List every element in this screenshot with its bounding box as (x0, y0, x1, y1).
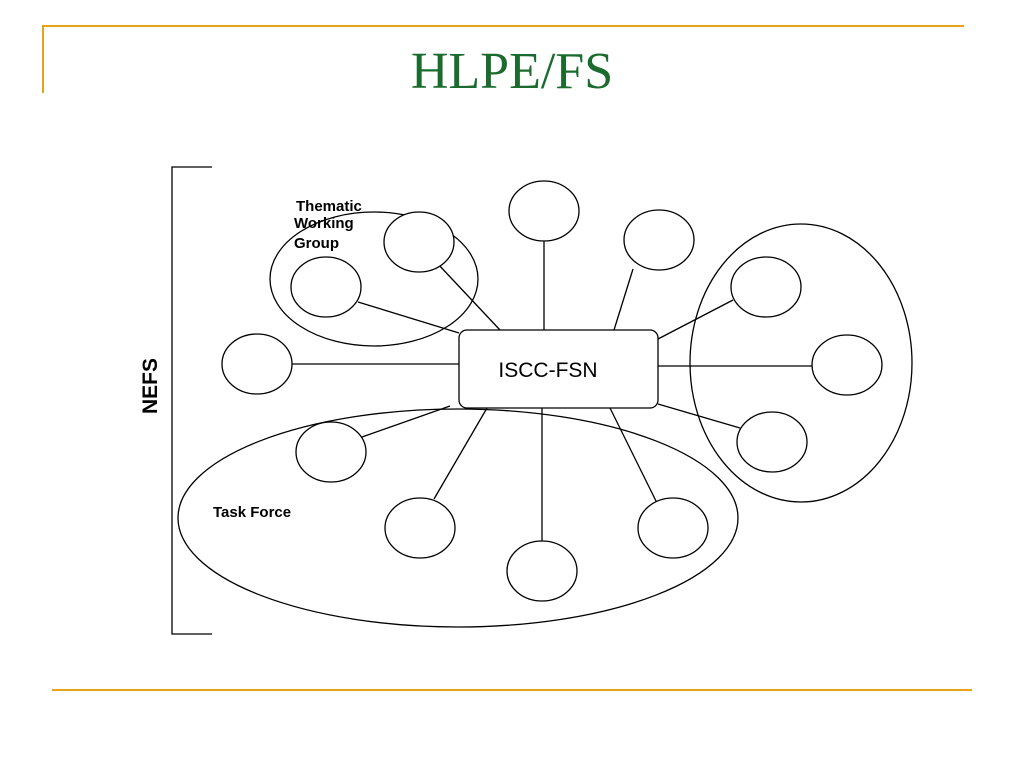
task-force-ellipse (177, 408, 739, 628)
slide-title: HLPE/FS (410, 43, 614, 100)
connector-task-left (361, 405, 451, 438)
nefs-label: NEFS (139, 358, 162, 414)
right-group-ellipse (689, 223, 913, 503)
frame-top-line (42, 25, 964, 27)
node-top (508, 180, 580, 242)
node-right-middle (811, 334, 883, 396)
task-force-label: Task Force (213, 504, 291, 521)
connector-thematic-lower (357, 301, 460, 334)
thematic-group-label-line1: Thematic (296, 198, 362, 215)
connector-right-lower (657, 403, 741, 429)
node-thematic-upper (383, 211, 455, 273)
nefs-bracket (171, 166, 212, 635)
node-top-right (623, 209, 695, 271)
connector-right-upper (657, 299, 734, 340)
connector-top-right (613, 268, 634, 331)
node-task-bottom (506, 540, 578, 602)
node-task-lower-right (637, 497, 709, 559)
connector-task-lower-left (433, 407, 488, 500)
frame-bottom-line (52, 689, 972, 691)
node-right-lower (736, 411, 808, 473)
node-task-left (295, 421, 367, 483)
thematic-group-label-line3: Group (294, 235, 339, 252)
node-thematic-lower (290, 256, 362, 318)
thematic-group-label-line2: Working (294, 215, 354, 232)
connector-thematic-upper (436, 262, 501, 331)
node-left (221, 333, 293, 395)
node-right-upper (730, 256, 802, 318)
hub-box (458, 329, 659, 409)
node-task-lower-left (384, 497, 456, 559)
hub-label: ISCC-FSN (498, 359, 597, 382)
connector-task-lower-right (609, 407, 658, 504)
thematic-group-ellipse (269, 211, 479, 347)
frame-left-line (42, 25, 44, 93)
